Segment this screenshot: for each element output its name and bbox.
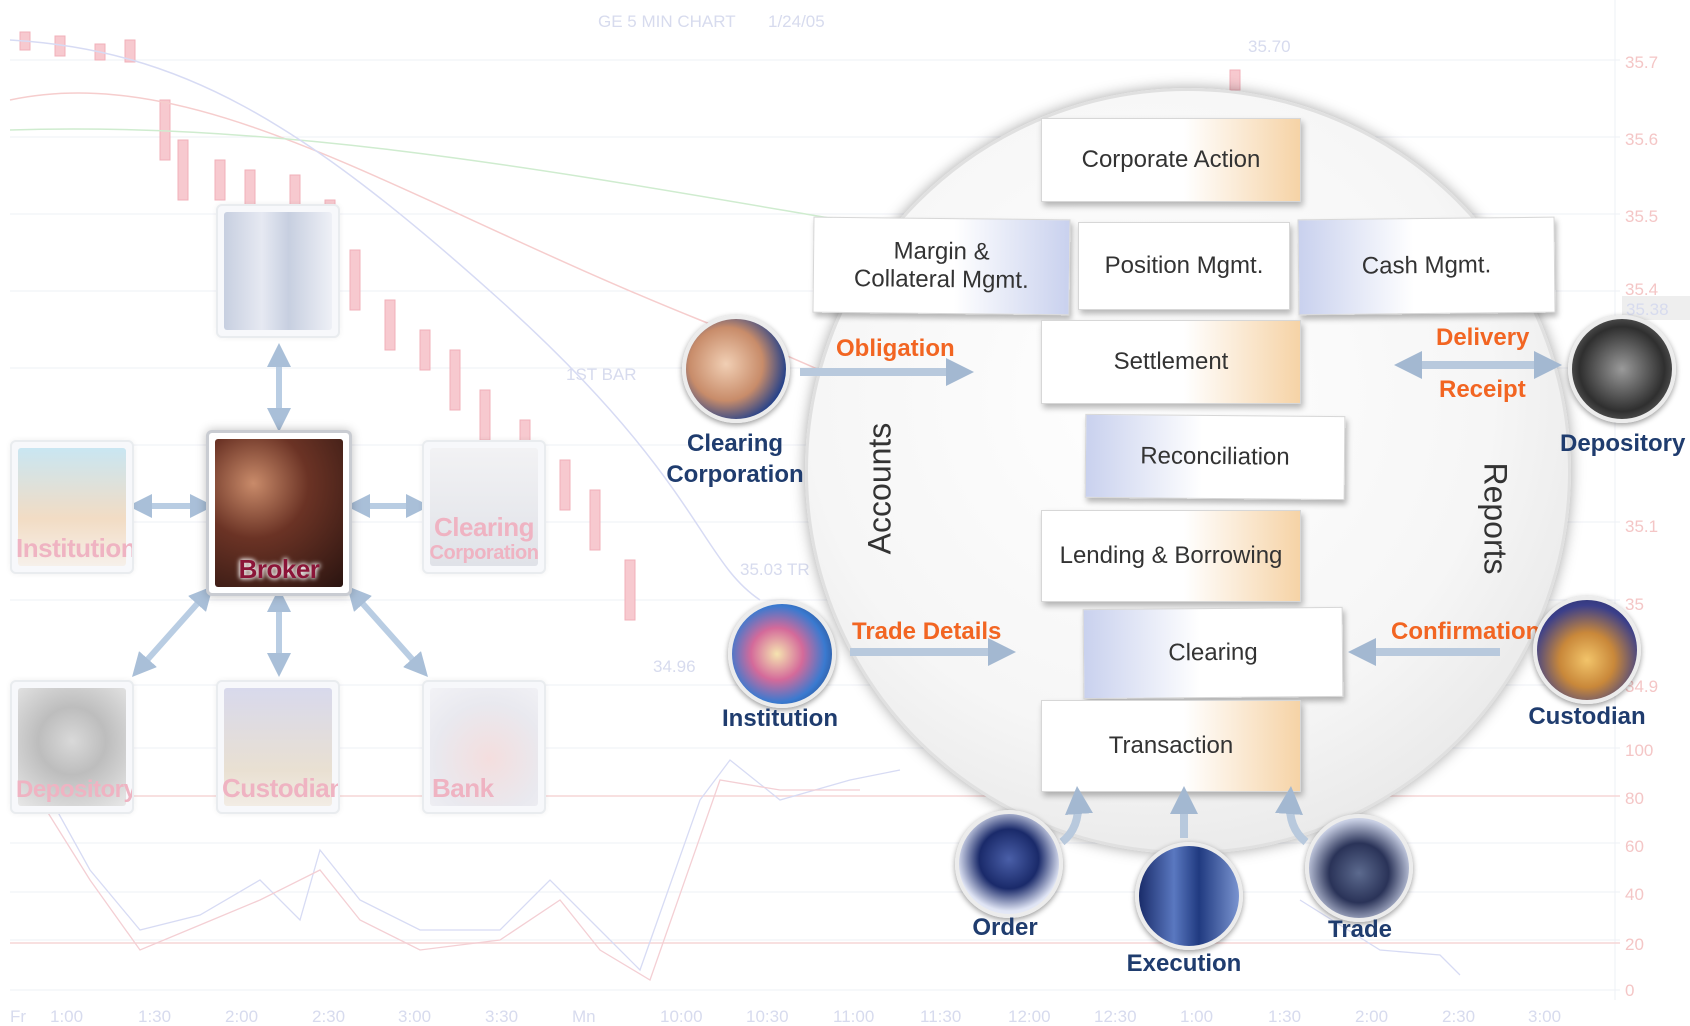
receipt-label: Receipt [1439,376,1526,403]
vault-door-photo [1568,315,1676,423]
vault-photo [18,688,126,806]
arrow-broker-depository [132,586,213,677]
svg-text:10:00: 10:00 [660,1007,703,1026]
svg-text:100: 100 [1625,741,1653,760]
trade-entity-label: Trade [1327,916,1393,943]
svg-text:3:30: 3:30 [485,1007,518,1026]
piggy-bank-photo [430,688,538,806]
arrow-broker-bank [347,586,428,677]
clearing-corporation-label: Clearing Corporation [429,512,539,564]
broker-label: Broker [238,554,320,584]
custodian-entity-label: Custodian [1528,703,1646,730]
settlement-box: Settlement [1041,320,1301,404]
depository-tile: Depository [10,680,134,814]
institution-label: Institution [16,533,134,563]
order-arrow [1059,786,1093,846]
svg-text:80: 80 [1625,789,1644,808]
annotation-high: 35.70 [1248,37,1291,56]
svg-text:12:30: 12:30 [1094,1007,1137,1026]
oscillator-axis-labels: 100 80 60 40 20 0 [1625,741,1653,1000]
svg-text:11:30: 11:30 [920,1007,961,1026]
svg-text:2:00: 2:00 [1355,1007,1388,1026]
broker-photo [215,439,343,587]
institution-entity-label: Institution [722,705,838,732]
delivery-label: Delivery [1436,324,1530,351]
svg-text:40: 40 [1625,885,1644,904]
svg-text:3:00: 3:00 [1528,1007,1561,1026]
depository-label: Depository [16,776,134,803]
svg-text:35.1: 35.1 [1625,517,1658,536]
svg-text:0: 0 [1625,981,1634,1000]
svg-text:Mn: Mn [572,1007,596,1026]
svg-text:35.7: 35.7 [1625,53,1658,72]
computer-photo [955,810,1063,918]
svg-text:3:00: 3:00 [398,1007,431,1026]
institution-photo [18,448,126,566]
confirmation-label: Confirmation [1391,618,1541,645]
trade-details-label: Trade Details [852,618,1002,645]
execution-entity-label: Execution [1126,950,1242,977]
chart-title: GE 5 MIN CHART [598,12,736,31]
clearing-corporation-entity-label: Clearing Corporation [666,430,804,488]
svg-text:2:00: 2:00 [225,1007,258,1026]
svg-text:35.4: 35.4 [1625,280,1658,299]
svg-text:11:00: 11:00 [833,1007,874,1026]
order-entity-label: Order [972,914,1038,941]
custodian-label: Custodian [222,773,340,803]
price-axis-labels: 35.7 35.6 35.5 35.4 35.1 35 34.9 [1625,53,1658,696]
chart-date: 1/24/05 [768,12,825,31]
depository-entity-label: Depository [1560,430,1686,457]
svg-text:35.6: 35.6 [1625,130,1658,149]
exchange-building-tile [216,204,340,338]
current-price: 35.38 [1626,300,1669,319]
custodian-photo [224,688,332,806]
custodian-tile: Custodian [216,680,340,814]
lending-borrowing-box: Lending & Borrowing [1041,510,1301,602]
institution-tile: Institution [10,440,134,574]
thumbs-up-photo [682,315,790,423]
svg-text:2:30: 2:30 [312,1007,345,1026]
institution-files-photo [728,600,836,708]
clearing-photo [430,448,538,566]
telephone-photo [1305,814,1413,922]
svg-text:1:00: 1:00 [1180,1007,1213,1026]
bank-tile: Bank [422,680,546,814]
obligation-label: Obligation [836,335,955,362]
svg-text:12:00: 12:00 [1008,1007,1051,1026]
transaction-box: Transaction [1041,700,1301,792]
svg-text:35: 35 [1625,595,1644,614]
trade-arrow [1275,786,1309,846]
svg-text:20: 20 [1625,935,1644,954]
annotation-low: 34.96 [653,657,696,676]
svg-text:35.5: 35.5 [1625,207,1658,226]
svg-text:2:30: 2:30 [1442,1007,1475,1026]
clearing-corporation-tile: Clearing Corporation [422,440,546,574]
svg-text:Fr: Fr [10,1007,26,1026]
building-photo [224,212,332,330]
bank-label: Bank [432,773,494,803]
svg-text:1:30: 1:30 [1268,1007,1301,1026]
exchange-building-photo [1135,842,1243,950]
time-axis-labels: Fr 1:00 1:30 2:00 2:30 3:00 3:30 Mn 10:0… [10,1007,1561,1026]
corporate-action-box: Corporate Action [1041,118,1301,202]
annotation-trade: 35.03 TR [740,560,810,579]
annotation-first-bar: 1ST BAR [566,365,637,384]
custodian-building-photo [1533,596,1641,704]
oscillator-lines [39,759,1461,981]
position-mgmt-box: Position Mgmt. [1078,222,1290,310]
svg-text:1:30: 1:30 [138,1007,171,1026]
svg-text:1:00: 1:00 [50,1007,83,1026]
svg-text:60: 60 [1625,837,1644,856]
svg-text:34.9: 34.9 [1625,677,1658,696]
svg-text:10:30: 10:30 [746,1007,789,1026]
broker-tile: Broker [206,430,352,596]
